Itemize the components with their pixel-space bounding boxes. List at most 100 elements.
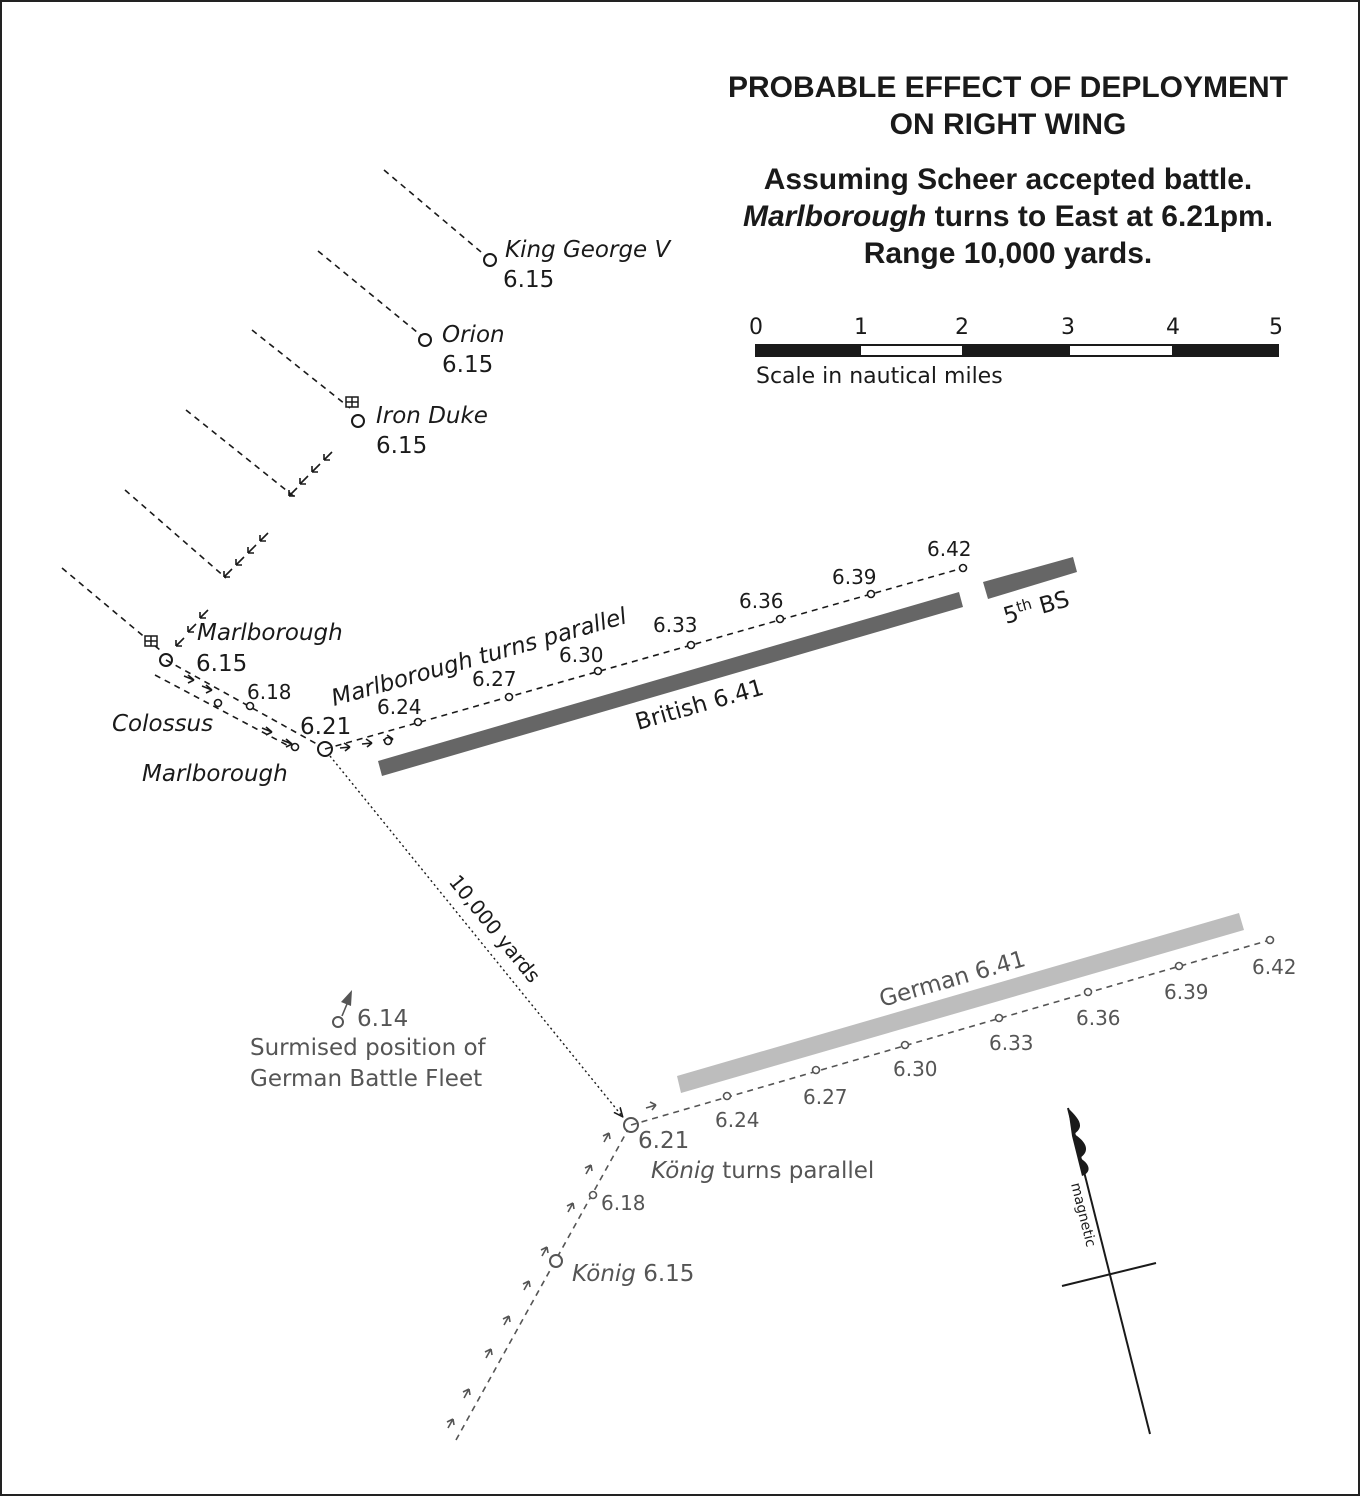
british-ship-labels: King George V 6.15 Orion 6.15 Iron Duke … bbox=[112, 237, 673, 787]
subtitle-line-3: Range 10,000 yards. bbox=[864, 237, 1153, 270]
surmised-line-1: Surmised position of bbox=[250, 1035, 487, 1061]
flag-icon bbox=[144, 635, 158, 647]
arrow-head-icon bbox=[341, 990, 352, 1006]
scale-tick-0: 0 bbox=[749, 315, 763, 340]
track-dot bbox=[213, 698, 223, 708]
column-4-track bbox=[185, 409, 297, 499]
iron-duke-time: 6.15 bbox=[376, 433, 427, 459]
scale-seg-5 bbox=[1172, 345, 1278, 356]
orion-label: Orion bbox=[442, 322, 505, 348]
time-642: 6.42 bbox=[927, 537, 972, 561]
arrow bbox=[311, 463, 321, 473]
arrow bbox=[446, 1418, 455, 1429]
gdot-630 bbox=[900, 1040, 910, 1050]
track-dot-624 bbox=[413, 717, 423, 727]
scale-seg-3 bbox=[962, 345, 1070, 356]
orion-track bbox=[317, 250, 424, 338]
compass: magnetic bbox=[1061, 1107, 1157, 1435]
compass-label: magnetic bbox=[1067, 1181, 1098, 1249]
arrow bbox=[299, 475, 309, 485]
arrow bbox=[187, 623, 197, 633]
konig-track bbox=[455, 1125, 631, 1441]
arrow bbox=[339, 742, 351, 752]
german-time-624: 6.24 bbox=[715, 1108, 760, 1132]
range-line: 10,000 yards bbox=[329, 755, 622, 1116]
arrow bbox=[183, 674, 195, 684]
time-621: 6.21 bbox=[300, 714, 351, 740]
gdot-636 bbox=[1083, 987, 1093, 997]
arrow bbox=[566, 1202, 575, 1213]
arrow bbox=[261, 726, 273, 736]
track-dot-633 bbox=[686, 640, 696, 650]
british-ship-markers bbox=[144, 253, 497, 667]
scale-label: Scale in nautical miles bbox=[756, 364, 1003, 389]
konig-turns-parallel-label: König turns parallel bbox=[651, 1158, 874, 1184]
iron-duke-track bbox=[251, 329, 351, 409]
marlborough-bottom-label: Marlborough bbox=[142, 761, 288, 787]
konig-dot-618 bbox=[588, 1190, 598, 1200]
deployment-arrows bbox=[175, 451, 333, 647]
marlborough-label: Marlborough bbox=[197, 620, 343, 646]
gdot-627 bbox=[811, 1065, 821, 1075]
surmised-time: 6.14 bbox=[357, 1006, 408, 1032]
fifth-bs-bar bbox=[983, 557, 1077, 599]
german-parallel-track: 6.24 6.27 6.30 6.33 6.36 6.39 6.42 bbox=[630, 935, 1297, 1132]
colossus-track bbox=[154, 674, 301, 753]
german-time-630: 6.30 bbox=[893, 1057, 938, 1081]
flag-icon bbox=[345, 396, 359, 408]
arrow bbox=[288, 487, 298, 497]
surmised-arrow bbox=[341, 1003, 348, 1017]
time-627: 6.27 bbox=[472, 667, 517, 691]
track-dot bbox=[290, 742, 300, 752]
time-639: 6.39 bbox=[832, 565, 877, 589]
arrow bbox=[540, 1246, 549, 1257]
arrow bbox=[247, 544, 257, 554]
arrow bbox=[281, 738, 293, 748]
konig-approach: König 6.15 6.18 6.21 König turns paralle… bbox=[446, 1101, 874, 1441]
title-block: PROBABLE EFFECT OF DEPLOYMENT ON RIGHT W… bbox=[728, 71, 1288, 270]
scale-tick-5: 5 bbox=[1269, 315, 1283, 340]
german-time-642: 6.42 bbox=[1252, 955, 1297, 979]
german-line-bar bbox=[677, 913, 1244, 1093]
british-approach-columns bbox=[61, 169, 488, 651]
subtitle-ship-name: Marlborough bbox=[743, 200, 926, 233]
iron-duke-label: Iron Duke bbox=[376, 403, 488, 429]
subtitle-line-2: Marlborough turns to East at 6.21pm. bbox=[743, 200, 1273, 233]
arrow bbox=[361, 738, 373, 748]
time-618: 6.18 bbox=[247, 680, 292, 704]
orion-marker bbox=[418, 333, 432, 347]
german-time-621: 6.21 bbox=[638, 1128, 689, 1154]
track-dot-630 bbox=[593, 666, 603, 676]
german-time-633: 6.33 bbox=[989, 1031, 1034, 1055]
gdot-624 bbox=[722, 1091, 732, 1101]
scale-tick-2: 2 bbox=[955, 315, 969, 340]
arrow bbox=[235, 556, 245, 566]
time-633: 6.33 bbox=[653, 613, 698, 637]
king-george-label: King George V bbox=[505, 237, 673, 263]
scale-tick-4: 4 bbox=[1166, 315, 1180, 340]
arrow bbox=[223, 568, 233, 578]
scale-bar: 0 1 2 3 4 5 Scale in nautical miles bbox=[749, 315, 1283, 389]
range-label: 10,000 yards bbox=[444, 870, 545, 987]
scale-seg-1 bbox=[756, 345, 861, 356]
arrow bbox=[645, 1101, 657, 1111]
colossus-label: Colossus bbox=[112, 711, 213, 737]
subtitle-line-2-rest: turns to East at 6.21pm. bbox=[926, 200, 1273, 233]
arrow bbox=[522, 1280, 531, 1291]
arrow bbox=[199, 609, 209, 619]
arrow bbox=[484, 1348, 493, 1359]
time-630: 6.30 bbox=[559, 643, 604, 667]
gdot-633 bbox=[994, 1013, 1004, 1023]
track-dot-618 bbox=[245, 701, 255, 711]
north-arrow-icon bbox=[1068, 1108, 1089, 1176]
german-time-639: 6.39 bbox=[1164, 980, 1209, 1004]
range-dotted-line bbox=[329, 755, 622, 1116]
marlborough-parallel-track bbox=[324, 567, 964, 750]
subtitle-line-1: Assuming Scheer accepted battle. bbox=[764, 163, 1253, 196]
arrow bbox=[602, 1132, 611, 1143]
track-dot bbox=[383, 736, 393, 746]
surmised-line-2: German Battle Fleet bbox=[250, 1066, 482, 1092]
king-george-marker bbox=[483, 253, 497, 267]
german-time-618: 6.18 bbox=[601, 1191, 646, 1215]
iron-duke-marker bbox=[351, 414, 365, 428]
